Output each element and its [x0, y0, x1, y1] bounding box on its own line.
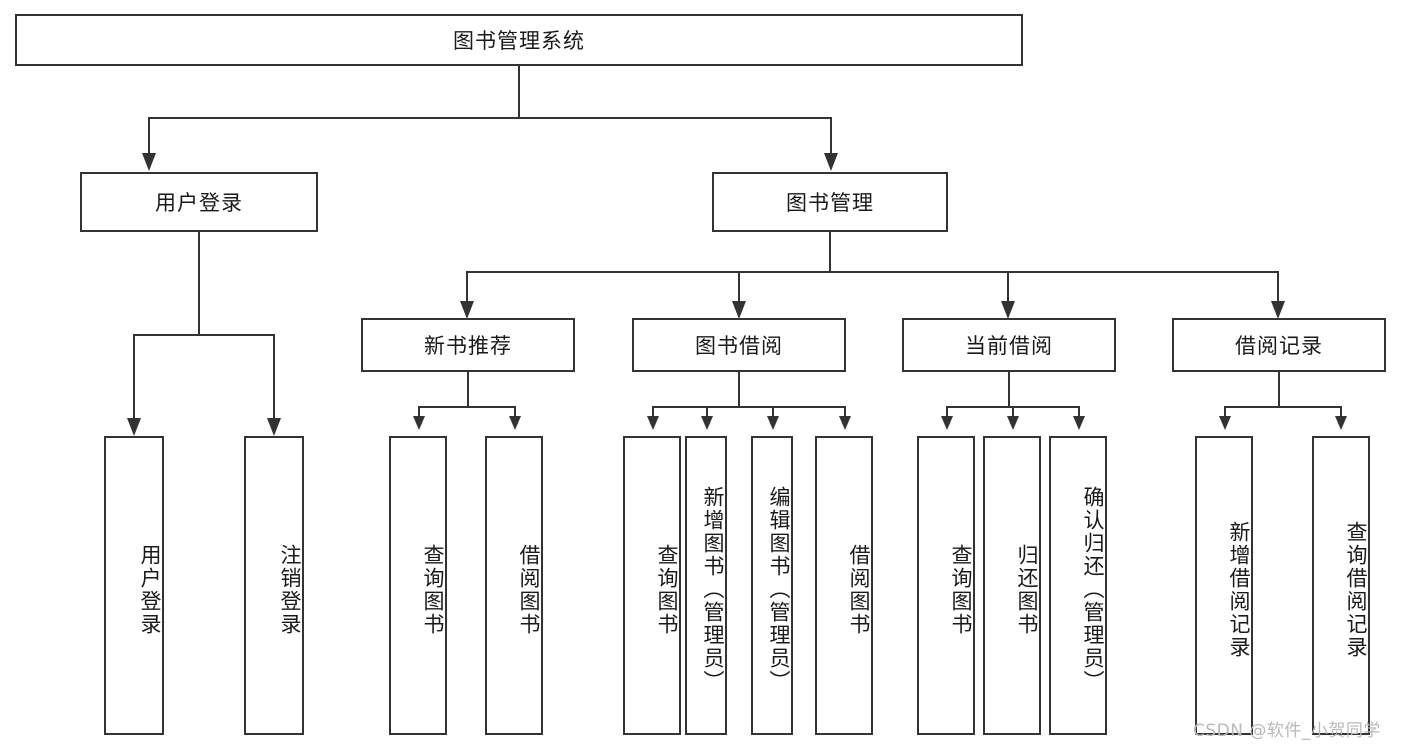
leaf-add-borrow-record[interactable]: 新增借阅记录 [1195, 436, 1253, 735]
connector-book-borrow-bus [652, 406, 846, 408]
node-label: 确认归还（管理员） [1081, 486, 1105, 693]
connector-level1-drop-right [830, 117, 832, 155]
connector-new-book-stem [467, 372, 469, 408]
leaf-query-book-borrow[interactable]: 查询图书 [623, 436, 681, 735]
connector-book-management-stem [829, 232, 831, 272]
node-user-login[interactable]: 用户登录 [80, 172, 318, 232]
arrow-to-leaf-add-record [1219, 416, 1231, 430]
arrow-to-current-borrow [1001, 301, 1015, 319]
node-label: 图书借阅 [695, 334, 783, 358]
connector-current-borrow-drop-3 [1078, 406, 1080, 418]
connector-current-borrow-stem [1008, 372, 1010, 408]
connector-root-stem [518, 66, 520, 118]
arrow-to-borrow-record [1271, 301, 1285, 319]
arrow-to-leaf-add-book [701, 416, 713, 430]
node-label: 用户登录 [155, 191, 243, 215]
node-label: 新增图书（管理员） [701, 486, 725, 693]
connector-new-book-drop-2 [514, 406, 516, 418]
arrow-to-leaf-query-book-b [647, 416, 659, 430]
arrow-to-book-management [824, 153, 838, 171]
arrow-to-leaf-borrow-book-b [839, 416, 851, 430]
leaf-return-book[interactable]: 归还图书 [983, 436, 1041, 735]
node-label: 借阅图书 [517, 543, 541, 636]
connector-borrow-record-drop-1 [1224, 406, 1226, 418]
connector-level3-drop-4 [1277, 271, 1279, 303]
node-label: 新书推荐 [424, 334, 512, 358]
node-label: 新增借阅记录 [1227, 520, 1251, 659]
node-current-borrow[interactable]: 当前借阅 [902, 318, 1116, 372]
leaf-query-book-current[interactable]: 查询图书 [917, 436, 975, 735]
connector-level3-drop-3 [1007, 271, 1009, 303]
arrow-to-leaf-query-record [1335, 416, 1347, 430]
connector-book-borrow-drop-2 [706, 406, 708, 418]
connector-current-borrow-drop-2 [1012, 406, 1014, 418]
node-label: 图书管理系统 [453, 29, 585, 53]
arrow-to-leaf-edit-book [767, 416, 779, 430]
connector-borrow-record-bus [1224, 406, 1342, 408]
node-label: 图书管理 [786, 191, 874, 215]
node-label: 注销登录 [278, 543, 302, 636]
node-label: 查询借阅记录 [1344, 520, 1368, 659]
arrow-to-leaf-query-book-a [413, 416, 425, 430]
arrow-to-user-login [142, 153, 156, 171]
connector-level3-drop-1 [466, 271, 468, 303]
connector-user-login-stem [198, 232, 200, 335]
connector-book-borrow-drop-3 [772, 406, 774, 418]
connector-new-book-bus [418, 406, 516, 408]
connector-user-login-drop-2 [273, 334, 275, 420]
arrow-to-leaf-return-book [1007, 416, 1019, 430]
node-book-borrow[interactable]: 图书借阅 [632, 318, 846, 372]
node-label: 当前借阅 [965, 334, 1053, 358]
leaf-user-login[interactable]: 用户登录 [104, 436, 164, 735]
node-label: 查询图书 [655, 543, 679, 636]
leaf-confirm-return[interactable]: 确认归还（管理员） [1049, 436, 1107, 735]
leaf-borrow-book-recommend[interactable]: 借阅图书 [485, 436, 543, 735]
node-new-book-recommend[interactable]: 新书推荐 [361, 318, 575, 372]
connector-book-borrow-drop-4 [844, 406, 846, 418]
connector-current-borrow-drop-1 [946, 406, 948, 418]
node-borrow-record[interactable]: 借阅记录 [1172, 318, 1386, 372]
connector-user-login-bus [133, 334, 275, 336]
connector-level1-drop-left [148, 117, 150, 155]
csdn-watermark: CSDN @软件_小贺同学 [1193, 721, 1381, 741]
leaf-query-borrow-record[interactable]: 查询借阅记录 [1312, 436, 1370, 735]
connector-level3-drop-2 [738, 271, 740, 303]
leaf-borrow-book[interactable]: 借阅图书 [815, 436, 873, 735]
leaf-edit-book[interactable]: 编辑图书（管理员） [751, 436, 793, 735]
leaf-logout[interactable]: 注销登录 [244, 436, 304, 735]
node-label: 编辑图书（管理员） [767, 486, 791, 693]
connector-borrow-record-drop-2 [1340, 406, 1342, 418]
connector-book-borrow-drop-1 [652, 406, 654, 418]
connector-level3-bus [466, 271, 1278, 273]
node-label: 查询图书 [949, 543, 973, 636]
node-label: 查询图书 [421, 543, 445, 636]
arrow-to-leaf-confirm-return [1073, 416, 1085, 430]
node-label: 用户登录 [138, 543, 162, 636]
arrow-to-leaf-user-login [127, 418, 141, 436]
node-label: 借阅图书 [847, 543, 871, 636]
connector-book-borrow-stem [738, 372, 740, 408]
node-root-system[interactable]: 图书管理系统 [15, 14, 1023, 66]
connector-level1-bus [148, 117, 832, 119]
arrow-to-book-borrow [732, 301, 746, 319]
connector-new-book-drop-1 [418, 406, 420, 418]
node-book-management[interactable]: 图书管理 [712, 172, 948, 232]
arrow-to-leaf-borrow-book-a [509, 416, 521, 430]
arrow-to-new-book-recommend [460, 301, 474, 319]
arrow-to-leaf-query-book-c [941, 416, 953, 430]
node-label: 借阅记录 [1235, 334, 1323, 358]
leaf-add-book[interactable]: 新增图书（管理员） [685, 436, 727, 735]
leaf-query-book-recommend[interactable]: 查询图书 [389, 436, 447, 735]
node-label: 归还图书 [1015, 543, 1039, 636]
connector-borrow-record-stem [1278, 372, 1280, 408]
connector-user-login-drop-1 [133, 334, 135, 420]
arrow-to-leaf-logout [267, 418, 281, 436]
